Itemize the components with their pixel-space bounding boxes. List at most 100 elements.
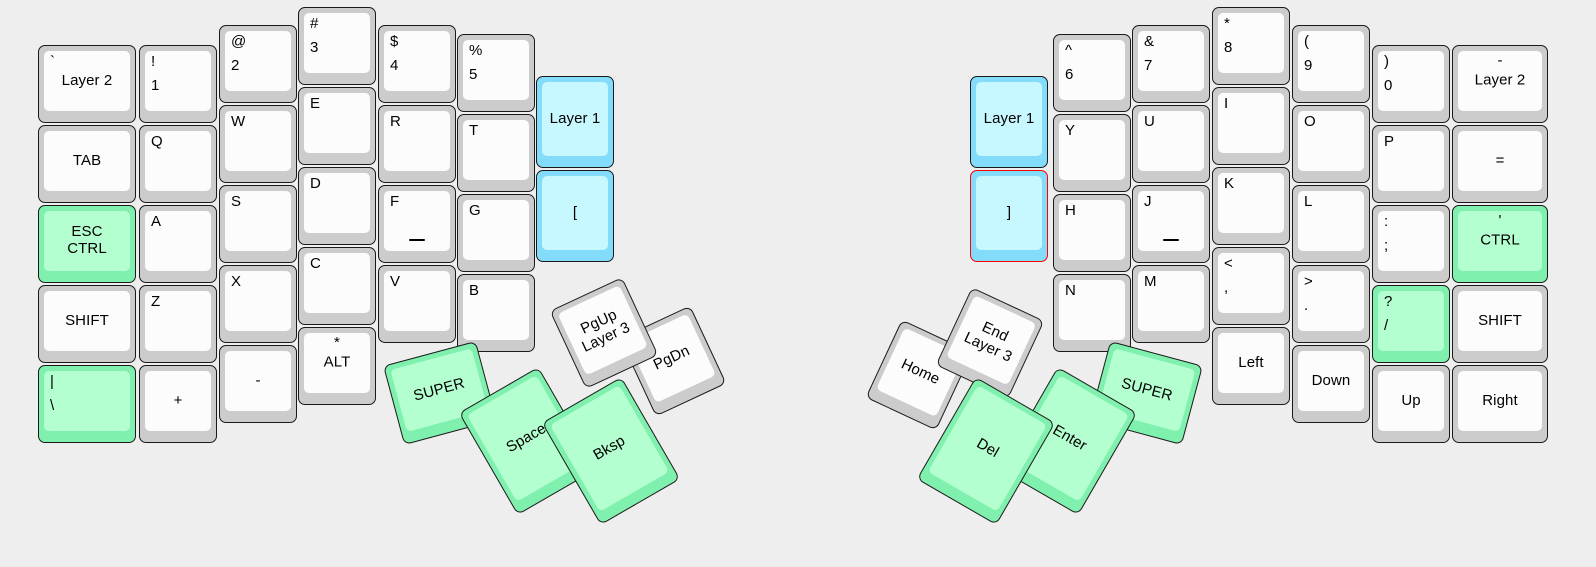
key-middle-column-4[interactable]: *ALT: [298, 327, 376, 405]
key-index-inner-column-r-2[interactable]: H: [1053, 194, 1131, 272]
key-pinky-outer-column-1[interactable]: TAB: [38, 125, 136, 203]
key-index-column-2[interactable]: F: [378, 185, 456, 263]
key-label: Home: [898, 355, 943, 388]
key-cap: [: [542, 176, 608, 250]
key-ring-column-1[interactable]: W: [219, 105, 297, 183]
key-pinky-column-2[interactable]: A: [139, 205, 217, 283]
key-label: 9: [1304, 57, 1313, 74]
key-cap: 'CTRL: [1458, 211, 1542, 271]
key-cap: Down: [1298, 351, 1364, 411]
key-middle-column-r-0[interactable]: *8: [1212, 7, 1290, 85]
key-label: -: [1497, 52, 1503, 69]
key-middle-column-3[interactable]: C: [298, 247, 376, 325]
key-cap: +: [145, 371, 211, 431]
key-index-inner-column-r-1[interactable]: Y: [1053, 114, 1131, 192]
key-middle-column-r-2[interactable]: K: [1212, 167, 1290, 245]
key-pinky-outer-column-r-2[interactable]: 'CTRL: [1452, 205, 1548, 283]
key-middle-column-r-1[interactable]: I: [1212, 87, 1290, 165]
key-pinky-column-r-1[interactable]: P: [1372, 125, 1450, 203]
key-cap: ]: [976, 176, 1042, 250]
key-ring-column-0[interactable]: @2: [219, 25, 297, 103]
key-index-inner-column-0[interactable]: %5: [457, 34, 535, 112]
key-index-inner-column-2[interactable]: G: [457, 194, 535, 272]
key-label: Z: [151, 293, 161, 310]
key-pinky-column-r-3[interactable]: ?/: [1372, 285, 1450, 363]
key-index-inner-column-3[interactable]: B: [457, 274, 535, 352]
key-cap: H: [1059, 200, 1125, 260]
key-cap: :;: [1378, 211, 1444, 271]
key-label: D: [310, 175, 321, 192]
key-index-inner-column-r-3[interactable]: N: [1053, 274, 1131, 352]
key-pinky-outer-column-4[interactable]: |\: [38, 365, 136, 443]
key-pinky-outer-column-r-1[interactable]: =: [1452, 125, 1548, 203]
key-cap: K: [1218, 173, 1284, 233]
key-label-line2: CTRL: [67, 240, 107, 257]
key-index-inner-column-r-0[interactable]: ^6: [1053, 34, 1131, 112]
key-cap: M: [1138, 271, 1204, 331]
key-ring-column-r-1[interactable]: O: [1292, 105, 1370, 183]
key-middle-column-2[interactable]: D: [298, 167, 376, 245]
key-pinky-outer-column-r-3[interactable]: SHIFT: [1452, 285, 1548, 363]
key-index-column-r-3[interactable]: M: [1132, 265, 1210, 343]
key-label: SUPER: [1119, 374, 1175, 405]
key-pinky-outer-column-r-0[interactable]: -Layer 2: [1452, 45, 1548, 123]
key-cap: G: [463, 200, 529, 260]
key-index-column-1[interactable]: R: [378, 105, 456, 183]
key-ring-column-r-0[interactable]: (9: [1292, 25, 1370, 103]
key-pinky-column-r-0[interactable]: )0: [1372, 45, 1450, 123]
key-label: .: [1304, 297, 1309, 314]
key-label: \: [50, 397, 55, 414]
key-label: R: [390, 113, 401, 130]
key-label: 7: [1144, 57, 1153, 74]
key-middle-column-r-4[interactable]: Left: [1212, 327, 1290, 405]
key-index-column-r-1[interactable]: U: [1132, 105, 1210, 183]
key-label: V: [390, 273, 401, 290]
key-pinky-column-r-2[interactable]: :;: [1372, 205, 1450, 283]
key-ring-column-r-4[interactable]: Down: [1292, 345, 1370, 423]
key-label: X: [231, 273, 242, 290]
key-label: Bksp: [590, 431, 628, 464]
key-label: 5: [469, 66, 478, 83]
key-index-inner-column-1[interactable]: T: [457, 114, 535, 192]
key-middle-column-0[interactable]: #3: [298, 7, 376, 85]
key-layer-column-r-1[interactable]: ]: [970, 170, 1048, 262]
key-pinky-column-1[interactable]: Q: [139, 125, 217, 203]
key-layer-column-0[interactable]: Layer 1: [536, 76, 614, 168]
key-label: <: [1224, 255, 1233, 272]
key-label: TAB: [72, 151, 102, 169]
key-cap: =: [1458, 131, 1542, 191]
key-index-column-r-2[interactable]: J: [1132, 185, 1210, 263]
key-label: 2: [231, 57, 240, 74]
key-index-column-r-0[interactable]: &7: [1132, 25, 1210, 103]
key-pinky-column-r-4[interactable]: Up: [1372, 365, 1450, 443]
key-ring-column-3[interactable]: X: [219, 265, 297, 343]
key-layer-column-r-0[interactable]: Layer 1: [970, 76, 1048, 168]
key-layer-column-1[interactable]: [: [536, 170, 614, 262]
key-pinky-column-3[interactable]: Z: [139, 285, 217, 363]
key-index-column-0[interactable]: $4: [378, 25, 456, 103]
key-ring-column-r-2[interactable]: L: [1292, 185, 1370, 263]
key-pinky-column-0[interactable]: !1: [139, 45, 217, 123]
key-label: Enter: [1049, 421, 1090, 455]
key-ring-column-4[interactable]: -: [219, 345, 297, 423]
key-middle-column-r-3[interactable]: <,: [1212, 247, 1290, 325]
key-cap: `Layer 2: [44, 51, 130, 111]
key-pinky-outer-column-r-4[interactable]: Right: [1452, 365, 1548, 443]
key-pinky-column-4[interactable]: +: [139, 365, 217, 443]
key-pinky-outer-column-0[interactable]: `Layer 2: [38, 45, 136, 123]
key-label: M: [1144, 273, 1157, 290]
key-label: Q: [151, 133, 163, 150]
key-ring-column-r-3[interactable]: >.: [1292, 265, 1370, 343]
key-cap: !1: [145, 51, 211, 111]
key-label: /: [1384, 317, 1389, 334]
key-label: F: [390, 193, 400, 210]
key-ring-column-2[interactable]: S: [219, 185, 297, 263]
key-cap: O: [1298, 111, 1364, 171]
key-label: 8: [1224, 39, 1233, 56]
key-cap: X: [225, 271, 291, 331]
key-pinky-outer-column-3[interactable]: SHIFT: [38, 285, 136, 363]
key-middle-column-1[interactable]: E: [298, 87, 376, 165]
key-index-column-3[interactable]: V: [378, 265, 456, 343]
